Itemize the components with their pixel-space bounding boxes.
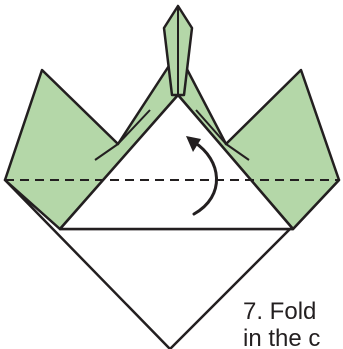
center-white-triangle <box>58 93 295 231</box>
left-flap-crease-center <box>117 109 151 145</box>
fold-arrowhead-icon <box>186 136 201 152</box>
caption-line-2: in the c <box>243 325 321 349</box>
left-flap-crease-inner <box>94 143 119 161</box>
left-flap-crease-outer <box>41 69 119 145</box>
caption-line-1: 7. Fold <box>243 298 317 325</box>
right-flap-crease-center <box>195 109 227 145</box>
fold-arrow-icon <box>192 140 218 216</box>
step-caption: 7. Fold in the c <box>243 298 343 349</box>
right-flap-crease-inner <box>225 143 250 161</box>
right-flap-crease-outer <box>225 69 302 145</box>
